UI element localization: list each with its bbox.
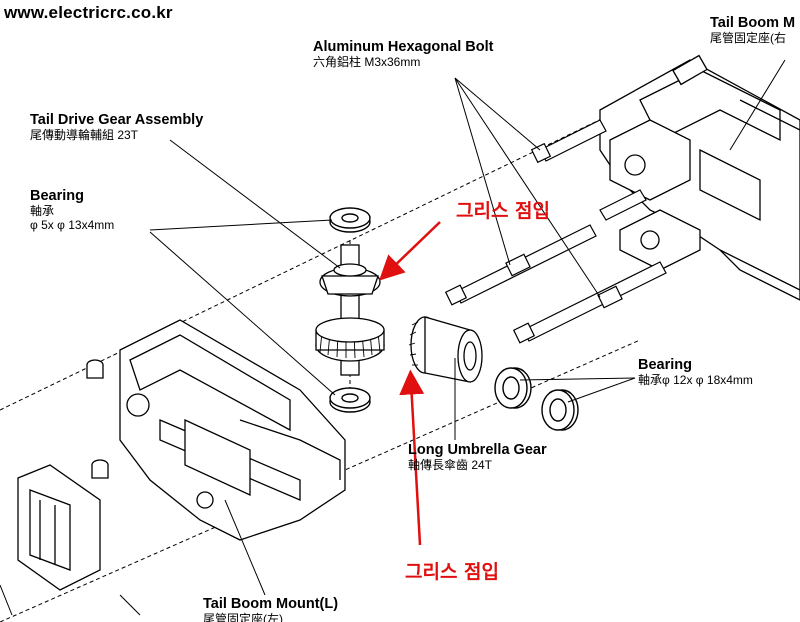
label-zh: 六角鋁柱 M3x36mm <box>313 55 421 70</box>
leader-lines <box>0 59 786 616</box>
label-aluminum-bolt: Aluminum Hexagonal Bolt 六角鋁柱 M3x36mm <box>313 39 494 70</box>
aluminum-hexagonal-bolts <box>444 119 667 344</box>
label-en: Bearing <box>30 188 84 204</box>
label-bearing-large: Bearing 軸承φ 12x φ 18x4mm <box>638 357 753 388</box>
label-en: Tail Boom M <box>710 15 796 31</box>
watermark-url: www.electricrc.co.kr <box>4 3 173 22</box>
tail-boom-mount-left <box>86 319 346 541</box>
label-zh: 尾管固定座(右 <box>710 31 786 46</box>
label-en: Bearing <box>638 357 692 373</box>
bearing-large-parts <box>494 367 579 431</box>
label-en: Tail Drive Gear Assembly <box>30 112 204 128</box>
grease-annotation-bottom: 그리스 점입 <box>405 561 500 583</box>
tail-drive-gear-assembly <box>315 244 385 376</box>
label-zh: 尾傳動導輪輔組 23T <box>30 128 139 143</box>
long-umbrella-gear <box>408 316 483 383</box>
label-en: Tail Boom Mount(L) <box>203 596 339 612</box>
label-en: Long Umbrella Gear <box>408 442 547 458</box>
grease-arrows <box>378 221 441 546</box>
bearing-small-parts <box>329 207 371 413</box>
grease-annotation-top: 그리스 점입 <box>456 200 551 222</box>
label-zh: 軸承 <box>30 204 55 219</box>
label-tail-boom-mount-left: Tail Boom Mount(L) 尾管固定座(左) <box>203 596 339 622</box>
label-zh: 軸傳長傘齒 24T <box>408 458 493 473</box>
label-long-umbrella-gear: Long Umbrella Gear 軸傳長傘齒 24T <box>408 442 547 473</box>
label-zh: 尾管固定座(左) <box>203 612 283 622</box>
label-en: Aluminum Hexagonal Bolt <box>313 39 494 55</box>
frame-end-block <box>17 464 101 591</box>
tail-boom-mount-right <box>599 54 800 301</box>
label-tail-boom-mount-right: Tail Boom M 尾管固定座(右 <box>710 15 796 46</box>
label-bearing-small: Bearing 軸承 φ 5x φ 13x4mm <box>30 188 115 232</box>
label-spec: φ 5x φ 13x4mm <box>30 217 115 232</box>
label-zh: 軸承φ 12x φ 18x4mm <box>638 373 753 388</box>
label-tail-drive-gear: Tail Drive Gear Assembly 尾傳動導輪輔組 23T <box>30 112 204 143</box>
